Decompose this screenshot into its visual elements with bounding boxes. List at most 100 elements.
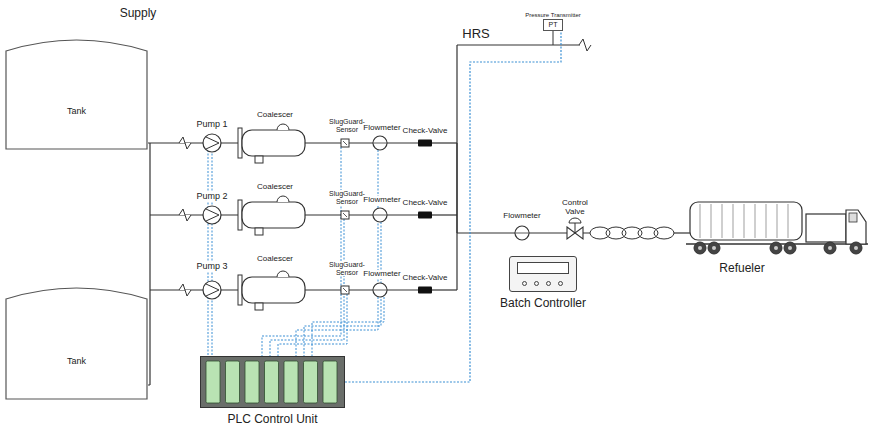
flowmeter-mark bbox=[516, 233, 528, 234]
tanker-rib bbox=[711, 204, 712, 238]
keypad-button bbox=[558, 281, 563, 286]
pump-symbol bbox=[203, 134, 221, 152]
part-label: Flowmeter bbox=[362, 124, 401, 133]
io-module bbox=[304, 361, 318, 403]
check-valve-symbol bbox=[418, 287, 432, 294]
tank-label: Tank bbox=[67, 106, 86, 150]
hose-coil bbox=[654, 227, 674, 239]
pipe bbox=[432, 142, 457, 143]
tank-node: Tank bbox=[5, 283, 148, 400]
keypad-button bbox=[522, 281, 527, 286]
pump-triangle bbox=[206, 209, 219, 221]
pipe bbox=[150, 289, 240, 290]
part-label: Check-Valve bbox=[402, 127, 449, 136]
part-label: Coalescer bbox=[256, 111, 294, 120]
part-label: Pump 3 bbox=[195, 262, 228, 272]
pump-triangle bbox=[206, 284, 219, 296]
coalescer-dome bbox=[277, 271, 289, 277]
batch-node: Batch Controller bbox=[500, 256, 586, 310]
flowmeter-mark bbox=[374, 143, 386, 144]
coalescer-sump bbox=[255, 228, 263, 235]
tanker-rib bbox=[777, 204, 778, 238]
tanker-rib bbox=[700, 204, 701, 238]
impulse-line bbox=[553, 31, 554, 45]
instrument-tag: PT bbox=[549, 21, 558, 28]
tanker-rib bbox=[733, 204, 734, 238]
pipe bbox=[305, 289, 418, 290]
coalescer-dome bbox=[277, 124, 289, 130]
cab-window bbox=[849, 213, 857, 222]
tanker-rib bbox=[744, 204, 745, 238]
tanker-rib bbox=[766, 204, 767, 238]
coalescer-sump bbox=[255, 303, 263, 310]
part-label: Control Valve bbox=[555, 199, 595, 217]
signal-connector bbox=[345, 31, 561, 382]
keypad-button bbox=[534, 281, 539, 286]
tanker-body bbox=[690, 202, 802, 240]
batch-controller-device bbox=[509, 256, 577, 292]
tank-outline bbox=[5, 283, 148, 400]
pipe bbox=[432, 214, 457, 215]
wheel-hub bbox=[788, 246, 792, 250]
pipe-break bbox=[179, 209, 191, 221]
io-module bbox=[323, 361, 337, 403]
sensor-mark bbox=[343, 213, 347, 217]
instrument-caption: Pressure Transmitter bbox=[525, 12, 581, 19]
io-module bbox=[226, 361, 240, 403]
signal-wire bbox=[208, 150, 209, 356]
part-label: Refueler bbox=[718, 262, 765, 275]
wheel bbox=[694, 242, 706, 254]
part-label: Flowmeter bbox=[502, 212, 541, 221]
rack-frame bbox=[201, 357, 345, 408]
wheel-hub bbox=[712, 246, 716, 250]
coalescer-vessel bbox=[242, 130, 305, 156]
plc-rack-art bbox=[200, 356, 345, 408]
wheel bbox=[824, 242, 836, 254]
signal-wire bbox=[312, 297, 384, 356]
pipe bbox=[305, 214, 418, 215]
check-valve-symbol bbox=[418, 212, 432, 219]
signal-wire bbox=[262, 147, 341, 356]
hose-coil bbox=[590, 227, 610, 239]
sensor-symbol bbox=[341, 139, 349, 147]
pipe-break bbox=[579, 39, 591, 51]
wheel bbox=[850, 242, 862, 254]
coalescer-vessel bbox=[242, 202, 305, 228]
flowmeter-symbol bbox=[515, 226, 529, 240]
flowmeter-mark bbox=[374, 290, 386, 291]
wheel-hub bbox=[828, 246, 832, 250]
coalescer-vessel bbox=[242, 277, 305, 303]
signal-wire bbox=[304, 222, 381, 356]
part-label: Check-Valve bbox=[402, 274, 449, 283]
tank-unit bbox=[806, 214, 846, 242]
tank-shape bbox=[6, 288, 147, 399]
device-label: Batch Controller bbox=[500, 296, 586, 310]
display-screen bbox=[517, 262, 569, 274]
supply-manifold bbox=[149, 143, 150, 385]
part-label: HRS bbox=[461, 27, 490, 41]
wheel-hub bbox=[698, 246, 702, 250]
device-label: PLC Control Unit bbox=[227, 412, 317, 426]
valve-actuator bbox=[569, 218, 581, 223]
wheel bbox=[708, 242, 720, 254]
pipe-break bbox=[179, 137, 191, 149]
io-module bbox=[284, 361, 298, 403]
pump-symbol bbox=[203, 206, 221, 224]
part-label: Flowmeter bbox=[362, 196, 401, 205]
flowmeter-mark bbox=[374, 215, 386, 216]
wheel-hub bbox=[774, 246, 778, 250]
hrs-pipe bbox=[456, 45, 457, 233]
coalescer-sump bbox=[255, 156, 263, 163]
wheel bbox=[770, 242, 782, 254]
valve-stem bbox=[575, 223, 576, 233]
tank-node: Tank bbox=[5, 35, 148, 150]
sensor-mark bbox=[343, 141, 347, 145]
part-label: Coalescer bbox=[256, 183, 294, 192]
pipe bbox=[432, 289, 457, 290]
coalescer-dome bbox=[277, 196, 289, 202]
wheel bbox=[784, 242, 796, 254]
part-label: Pump 2 bbox=[195, 192, 228, 202]
hose bbox=[674, 232, 690, 233]
sensor-symbol bbox=[341, 286, 349, 294]
hose-coil bbox=[622, 227, 642, 239]
